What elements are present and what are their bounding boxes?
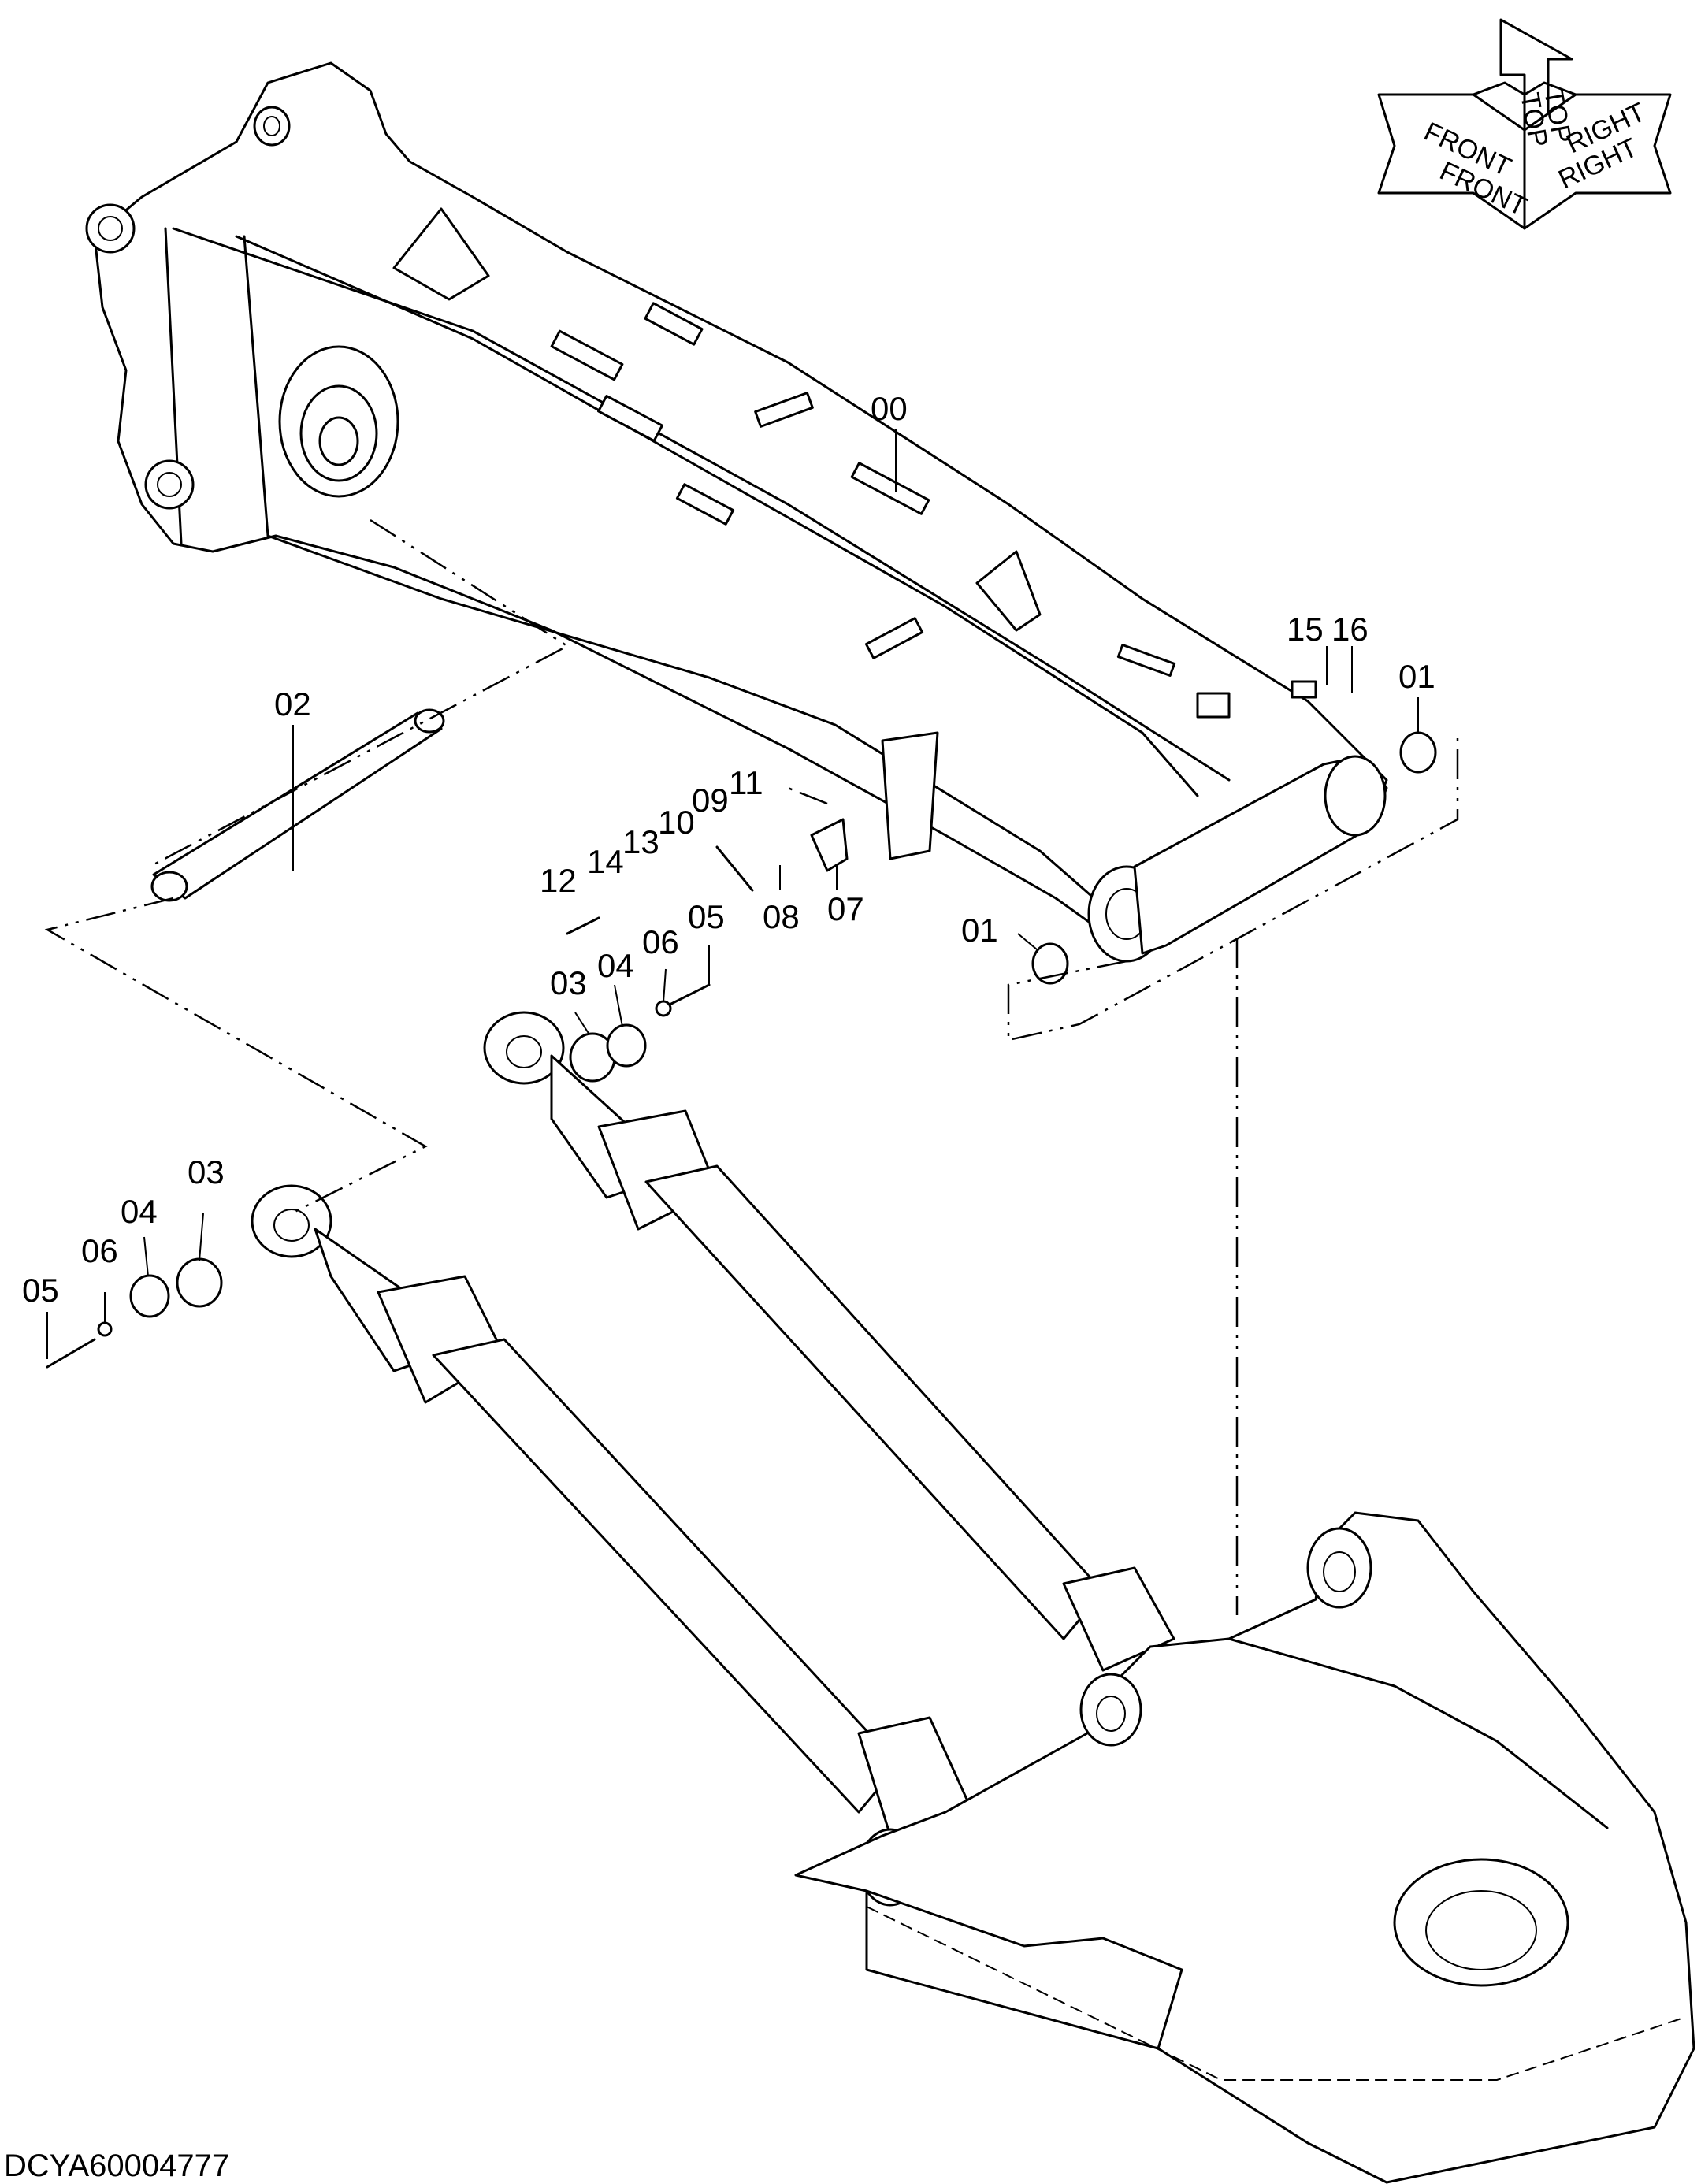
- callout-03-upper: 03: [550, 964, 587, 1001]
- snap-ring-upper: [1399, 731, 1437, 774]
- callout-12: 12: [540, 862, 577, 899]
- callout-04-lower: 04: [121, 1193, 158, 1230]
- callout-07: 07: [827, 890, 864, 927]
- plate-right: [606, 1023, 647, 1068]
- boom-foot-pin: [150, 708, 445, 902]
- callout-03-lower: 03: [188, 1153, 225, 1190]
- callout-05-lower: 05: [22, 1272, 59, 1309]
- snap-ring-lower: [1031, 942, 1069, 985]
- orientation-icon: FRONT FRONT RIGHT RIGHT TOP TOP: [1377, 18, 1672, 230]
- callout-08: 08: [763, 898, 800, 935]
- pin-12: [566, 916, 600, 935]
- boom-cylinder-right: [483, 1011, 1175, 1672]
- callout-01-lower: 01: [961, 912, 998, 949]
- callout-00: 00: [871, 390, 908, 427]
- callout-05-upper: 05: [688, 898, 725, 935]
- leader-lines: [46, 429, 1419, 1359]
- callout-14: 14: [587, 843, 624, 880]
- upper-frame: [794, 1511, 1695, 2184]
- drawing-code: DCYA60004777: [4, 2149, 229, 2183]
- callout-13: 13: [622, 823, 659, 860]
- callout-02: 02: [274, 685, 311, 722]
- bolt-left: [46, 1338, 96, 1369]
- lock-washer-left: [97, 1321, 113, 1337]
- boom-assembly: [85, 61, 1388, 963]
- bolt-right: [668, 983, 711, 1006]
- plate-left: [129, 1274, 170, 1318]
- callout-11: 11: [729, 764, 763, 801]
- callout-labels: 00 01 01 02 03 03 04 04 05 05 06 06 07 0…: [22, 390, 1435, 1309]
- callout-10: 10: [658, 804, 695, 841]
- pin-09: [715, 845, 754, 892]
- boom-cylinder-left: [251, 1184, 971, 1907]
- lock-washer-right: [655, 1000, 672, 1017]
- callout-01-upper: 01: [1398, 658, 1435, 695]
- callout-15: 15: [1287, 611, 1324, 648]
- callout-09: 09: [692, 782, 729, 819]
- callout-16: 16: [1331, 611, 1369, 648]
- callout-04-upper: 04: [597, 947, 634, 984]
- callout-06-upper: 06: [642, 923, 679, 960]
- shim-left: [176, 1257, 223, 1308]
- bracket-07: [810, 818, 849, 872]
- callout-06-lower: 06: [81, 1232, 118, 1269]
- assembly-center-lines: [44, 518, 1459, 1615]
